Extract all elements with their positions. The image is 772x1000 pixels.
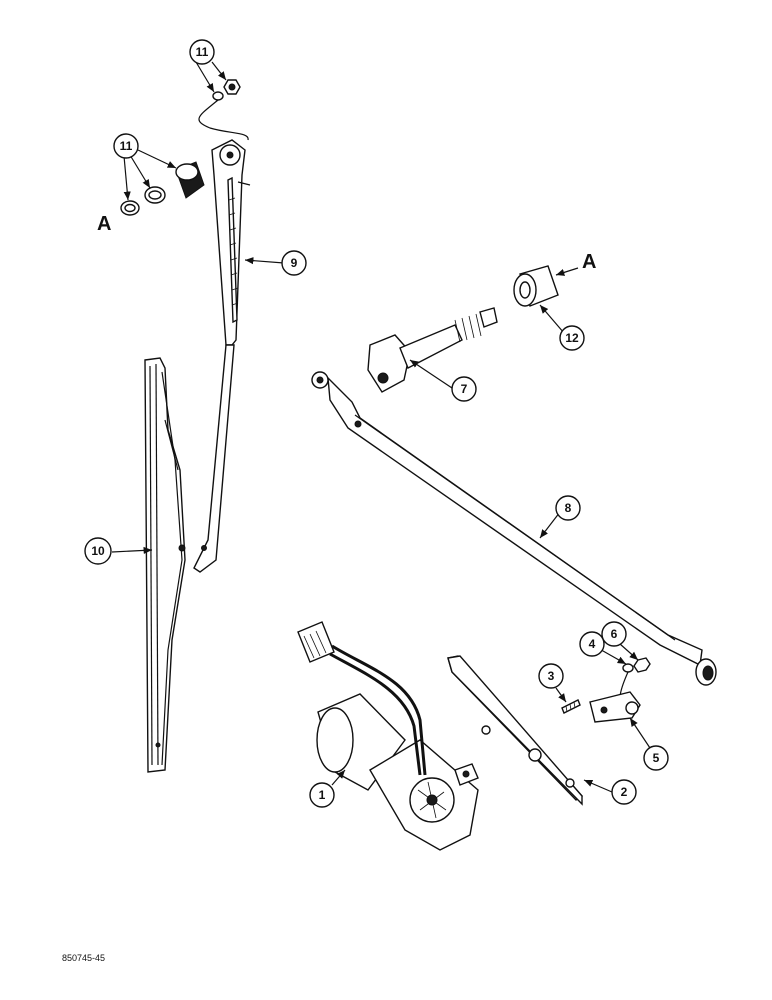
wiper-motor bbox=[316, 693, 479, 851]
wiring-harness bbox=[297, 621, 427, 776]
callout-12-label: 12 bbox=[565, 331, 579, 345]
pivot-shaft bbox=[311, 307, 498, 393]
screw bbox=[561, 699, 581, 714]
callout-1: 1 bbox=[309, 782, 335, 808]
callout-12: 12 bbox=[559, 325, 585, 351]
callout-3-label: 3 bbox=[548, 669, 555, 683]
callout-4-label: 4 bbox=[589, 637, 596, 651]
callout-8-label: 8 bbox=[565, 501, 572, 515]
callout-9: 9 bbox=[281, 250, 307, 276]
wiper-blade bbox=[144, 357, 186, 773]
callout-11-top-label: 11 bbox=[196, 45, 209, 59]
arm-cap-and-seals bbox=[120, 161, 205, 216]
wiper-arm bbox=[193, 139, 251, 573]
callout-4: 4 bbox=[579, 631, 605, 657]
reference-letter-a-right: A bbox=[582, 251, 596, 273]
callout-9-label: 9 bbox=[291, 256, 298, 270]
arm-nut-washer bbox=[198, 79, 249, 141]
link-nut-washer bbox=[619, 657, 651, 706]
callout-3: 3 bbox=[538, 663, 564, 689]
callout-1-label: 1 bbox=[319, 788, 326, 802]
callout-7: 7 bbox=[451, 376, 477, 402]
figure-id: 850745-45 bbox=[62, 953, 105, 963]
callout-10: 10 bbox=[84, 537, 112, 565]
callout-10-label: 10 bbox=[91, 544, 105, 558]
bushing bbox=[513, 265, 559, 307]
callout-2-label: 2 bbox=[621, 785, 628, 799]
callout-5: 5 bbox=[643, 745, 669, 771]
callout-7-label: 7 bbox=[461, 382, 468, 396]
crank bbox=[589, 691, 641, 723]
callout-8: 8 bbox=[555, 495, 581, 521]
linkage-bar bbox=[327, 376, 717, 686]
callout-5-label: 5 bbox=[653, 751, 660, 765]
callout-11-mid: 11 bbox=[113, 133, 139, 159]
callout-2: 2 bbox=[611, 779, 637, 805]
leader-lines bbox=[111, 61, 651, 793]
callout-6: 6 bbox=[601, 621, 627, 647]
mounting-plate bbox=[447, 655, 584, 806]
callout-6-label: 6 bbox=[611, 627, 618, 641]
callout-11-mid-label: 11 bbox=[120, 139, 133, 153]
reference-letter-a-left: A bbox=[97, 213, 111, 235]
callout-11-top: 11 bbox=[189, 39, 215, 65]
